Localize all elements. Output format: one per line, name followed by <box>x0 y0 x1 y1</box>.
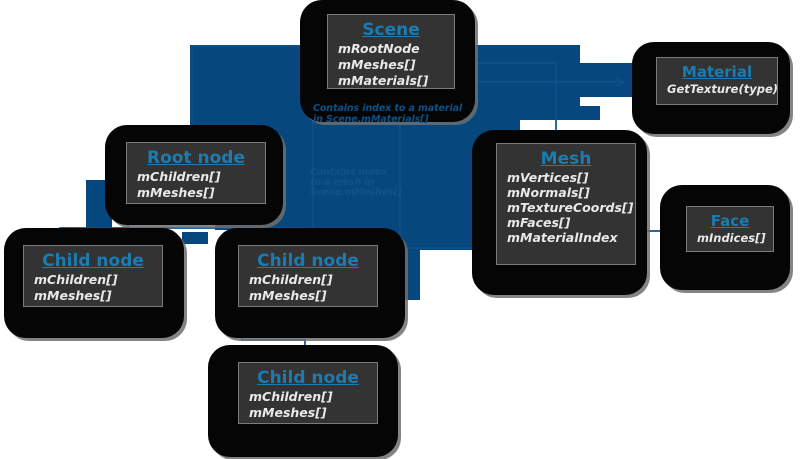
node-child-middle-title: Child node <box>257 251 359 271</box>
node-child-left-title: Child node <box>42 251 144 271</box>
field-childmid-mchildren: mChildren[] <box>249 272 333 287</box>
node-child-middle-fields: mChildren[] mMeshes[] <box>249 272 367 304</box>
node-mesh-fields: mVertices[] mNormals[] mTextureCoords[] … <box>507 170 634 245</box>
node-scene-fields: mRootNode mMeshes[] mMaterials[] <box>338 41 444 89</box>
node-mesh-title: Mesh <box>540 149 592 169</box>
node-child-bottom-title: Child node <box>257 368 359 388</box>
node-face-title: Face <box>710 212 750 230</box>
node-child-node-left[interactable]: Child node mChildren[] mMeshes[] <box>23 245 163 307</box>
node-scene[interactable]: Scene mRootNode mMeshes[] mMaterials[] <box>327 14 455 89</box>
node-root-node[interactable]: Root node mChildren[] mMeshes[] <box>126 142 266 204</box>
field-gettexture: GetTexture(type) <box>667 82 779 96</box>
field-mmaterials: mMaterials[] <box>338 73 429 88</box>
node-child-node-bottom[interactable]: Child node mChildren[] mMeshes[] <box>238 362 378 424</box>
node-scene-title: Scene <box>362 20 420 40</box>
field-mfaces: mFaces[] <box>507 215 571 230</box>
node-root-node-fields: mChildren[] mMeshes[] <box>137 169 255 201</box>
field-mmeshes: mMeshes[] <box>338 57 416 72</box>
field-mnormals: mNormals[] <box>507 185 590 200</box>
field-mvertices: mVertices[] <box>507 170 589 185</box>
node-child-bottom-fields: mChildren[] mMeshes[] <box>249 389 367 421</box>
material-index-note: Contains index to a material in Scene.mM… <box>313 103 463 125</box>
field-childmid-mmeshes: mMeshes[] <box>249 288 327 303</box>
field-root-mmeshes: mMeshes[] <box>137 185 215 200</box>
field-childleft-mmeshes: mMeshes[] <box>34 288 112 303</box>
node-face[interactable]: Face mIndices[] <box>686 206 774 252</box>
node-root-node-title: Root node <box>147 148 245 168</box>
node-face-fields: mIndices[] <box>697 231 766 246</box>
field-mrootnode: mRootNode <box>338 41 420 56</box>
node-material[interactable]: Material GetTexture(type) <box>656 57 778 105</box>
node-child-left-fields: mChildren[] mMeshes[] <box>34 272 152 304</box>
node-material-title: Material <box>681 63 753 81</box>
field-mtexturecoords: mTextureCoords[] <box>507 200 634 215</box>
field-mmaterialindex: mMaterialIndex <box>507 230 618 245</box>
field-childbot-mchildren: mChildren[] <box>249 389 333 404</box>
field-childleft-mchildren: mChildren[] <box>34 272 118 287</box>
field-mindices: mIndices[] <box>697 231 766 245</box>
field-childbot-mmeshes: mMeshes[] <box>249 405 327 420</box>
node-material-fields: GetTexture(type) <box>667 82 779 97</box>
field-root-mchildren: mChildren[] <box>137 169 221 184</box>
node-mesh[interactable]: Mesh mVertices[] mNormals[] mTextureCoor… <box>496 143 636 265</box>
node-child-node-middle[interactable]: Child node mChildren[] mMeshes[] <box>238 245 378 307</box>
